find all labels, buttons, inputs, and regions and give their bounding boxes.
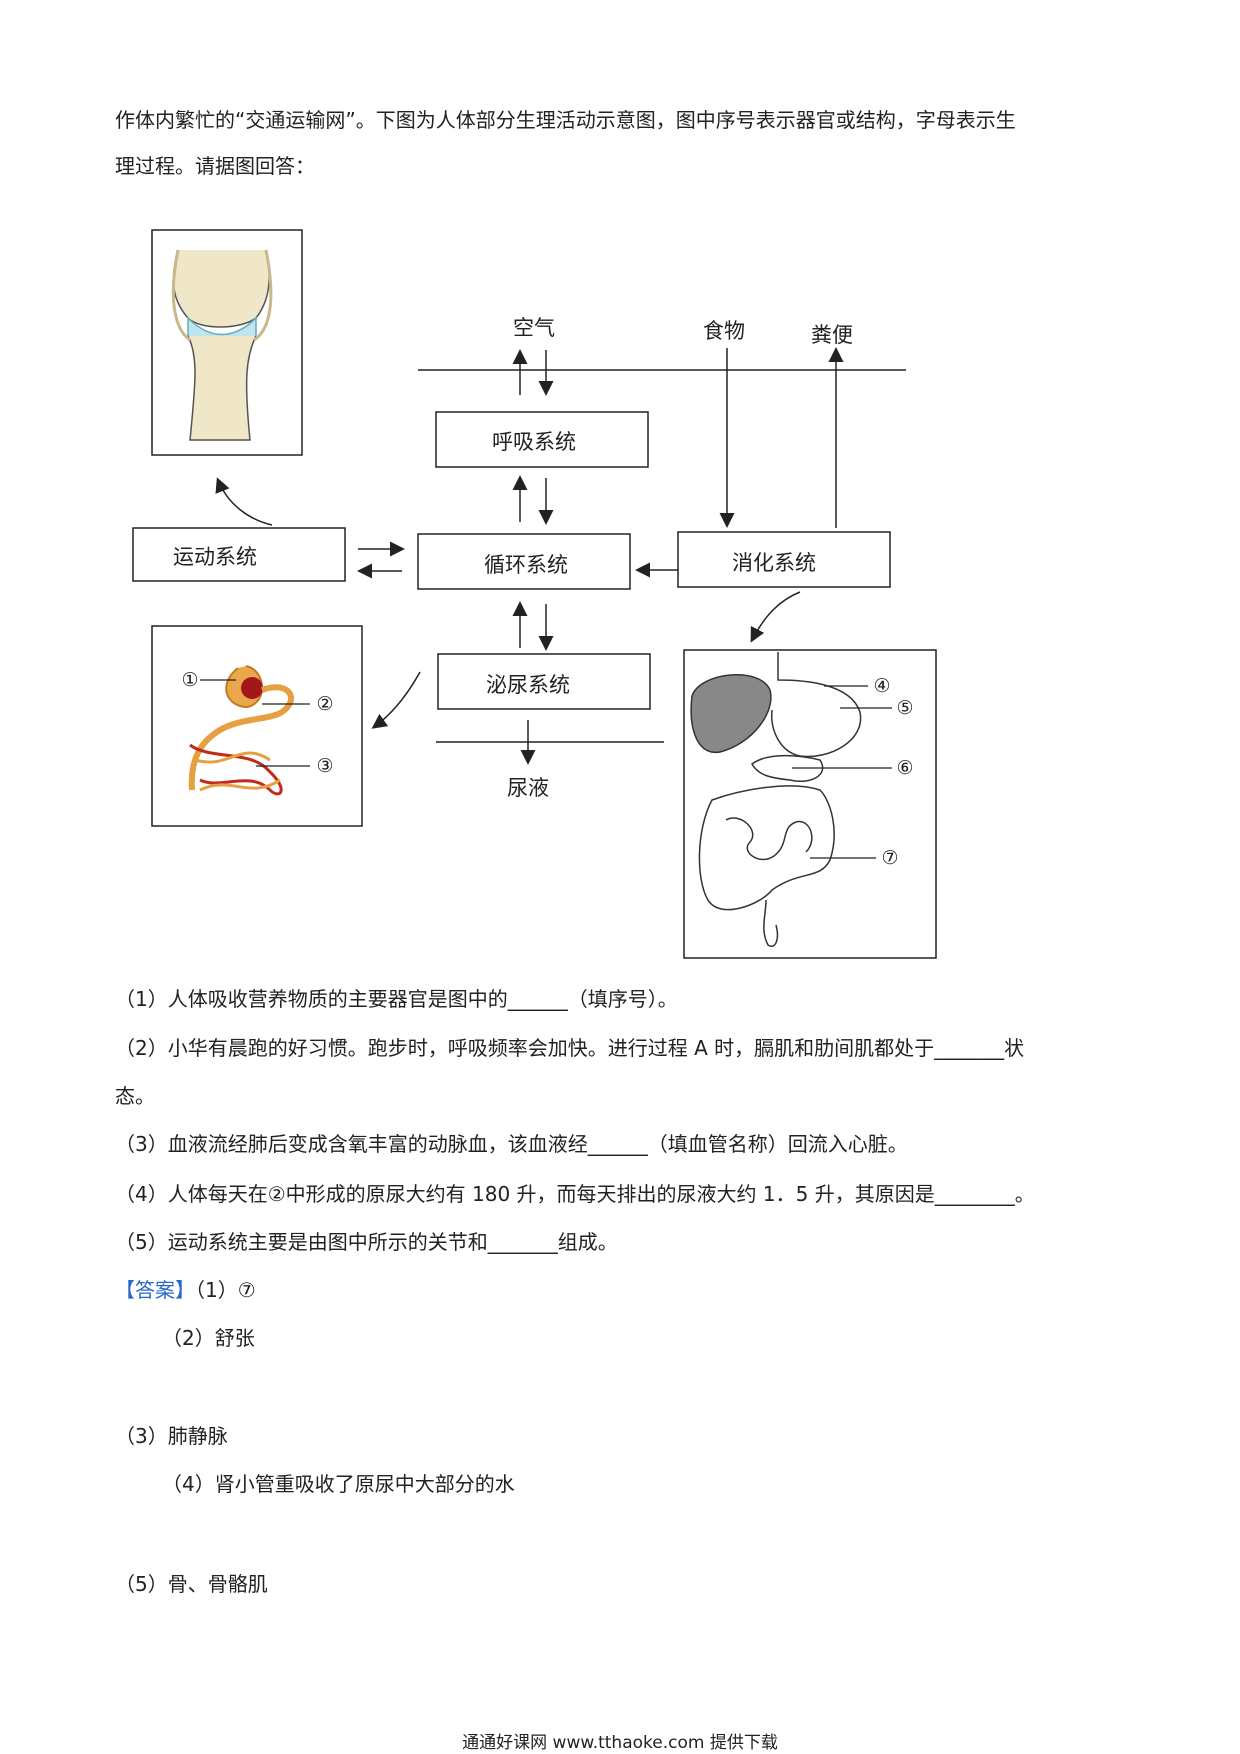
air-label: 空气 [513,316,555,340]
question-3: （3）血液流经肺后变成含氧丰富的动脉血，该血液经______（填血管名称）回流入… [115,1130,908,1158]
marker-7: ⑦ [881,847,898,869]
respiratory-system-label: 呼吸系统 [492,430,576,454]
marker-4: ④ [873,675,890,697]
circulatory-system-label: 循环系统 [484,553,568,577]
food-label: 食物 [703,319,745,343]
feces-label: 粪便 [811,323,853,347]
answer-2: （2）舒张 [162,1324,255,1352]
marker-6: ⑥ [896,757,913,779]
answer-5: （5）骨、骨骼肌 [115,1570,268,1598]
digestive-organs-image: ④ ⑤ ⑥ ⑦ [684,650,936,958]
physiology-diagram: 空气 呼吸系统 食物 粪便 运动系统 循环系统 消化系统 泌尿系统 尿液 [0,0,1240,980]
answer-1-row: 【答案】（1）⑦ [115,1276,256,1304]
nephron-image: ① ② ③ [152,626,362,826]
question-1: （1）人体吸收营养物质的主要器官是图中的______（填序号）。 [115,985,678,1013]
question-2-line-1: （2）小华有晨跑的好习惯。跑步时，呼吸频率会加快。进行过程 A 时，膈肌和肋间肌… [115,1034,1024,1062]
urine-label: 尿液 [507,776,549,800]
footer-credit: 通通好课网 www.tthaoke.com 提供下载 [0,1728,1240,1753]
answer-4: （4）肾小管重吸收了原尿中大部分的水 [162,1470,515,1498]
urinary-system-label: 泌尿系统 [486,673,570,697]
marker-3: ③ [316,755,333,777]
answer-3: （3）肺静脉 [115,1422,228,1450]
joint-image [152,230,302,455]
digestive-system-label: 消化系统 [732,551,816,575]
motor-system-label: 运动系统 [173,545,257,569]
answer-tag: 【答案】 [115,1278,195,1302]
question-4: （4）人体每天在②中形成的原尿大约有 180 升，而每天排出的尿液大约 1．5 … [115,1180,1035,1208]
marker-2: ② [316,693,333,715]
marker-1: ① [181,669,198,691]
question-5: （5）运动系统主要是由图中所示的关节和_______组成。 [115,1228,618,1256]
answer-1: （1）⑦ [195,1278,256,1302]
marker-5: ⑤ [896,697,913,719]
question-2-line-2: 态。 [115,1082,155,1110]
